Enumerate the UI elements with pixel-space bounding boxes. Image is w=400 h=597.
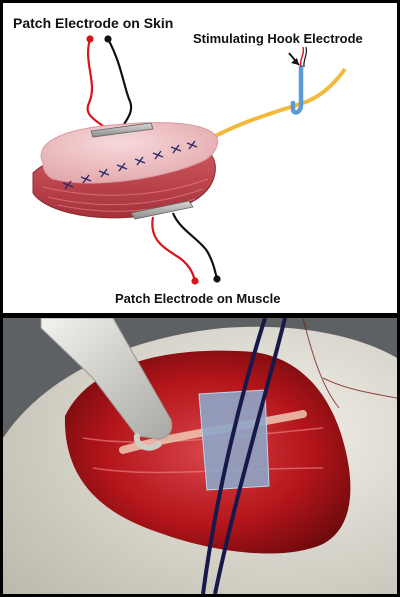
hook-black-wire [303, 46, 308, 68]
muscle-patch-electrode [130, 200, 194, 220]
hook-wire-right [213, 318, 287, 594]
muscle-red-lead [151, 216, 197, 282]
label-skin-electrode: Patch Electrode on Skin [13, 15, 174, 31]
skin-red-terminal [86, 35, 94, 43]
suture-stitches [62, 140, 198, 190]
muscle-black-terminal [213, 275, 221, 283]
hook-red-wire [299, 46, 305, 68]
hook-electrode [290, 64, 304, 115]
label-hook-electrode: Stimulating Hook Electrode [193, 31, 363, 46]
muscle-black-lead [171, 212, 219, 280]
nerve-strand [187, 67, 347, 153]
label-muscle-electrode: Patch Electrode on Muscle [115, 291, 281, 306]
schematic-panel: Patch Electrode on Skin Stimulating Hook… [3, 3, 397, 313]
surgical-photo [3, 318, 397, 594]
surgical-photo-panel [3, 318, 397, 594]
skin-patch-electrode [90, 122, 154, 138]
skin-red-lead [86, 38, 108, 130]
surgical-instrument [40, 318, 173, 440]
skin-tissue [40, 122, 218, 184]
blue-patch-electrode [199, 390, 269, 490]
skin-black-terminal [104, 35, 112, 43]
hook-wire-left [201, 318, 267, 594]
skin-black-lead [107, 38, 133, 130]
muscle-red-terminal [191, 277, 199, 285]
schematic-illustration [32, 35, 347, 285]
